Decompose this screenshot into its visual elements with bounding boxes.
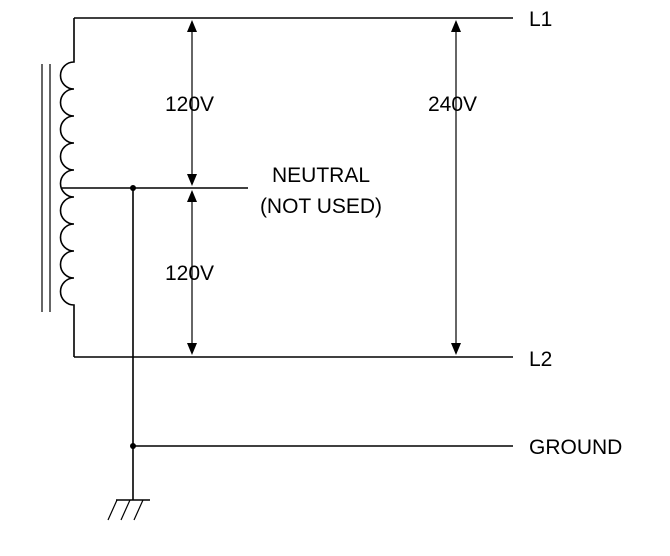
upper-voltage-arrow — [187, 20, 197, 186]
neutral-label: NEUTRAL — [272, 164, 370, 187]
transformer-secondary-coil — [59, 18, 75, 357]
total-voltage-arrow — [451, 20, 461, 355]
earth-ground-symbol — [107, 499, 150, 521]
total-voltage-label: 240V — [428, 93, 477, 116]
neutral-not-used-label: (NOT USED) — [260, 195, 382, 218]
l2-label: L2 — [529, 348, 552, 371]
neutral-junction-dot — [130, 185, 136, 191]
lower-voltage-arrow — [187, 190, 197, 355]
l1-label: L1 — [529, 8, 552, 31]
upper-voltage-label: 120V — [165, 93, 214, 116]
lower-voltage-label: 120V — [165, 262, 214, 285]
ground-label: GROUND — [529, 436, 622, 459]
transformer-core — [41, 64, 51, 312]
ground-junction-dot — [130, 443, 136, 449]
